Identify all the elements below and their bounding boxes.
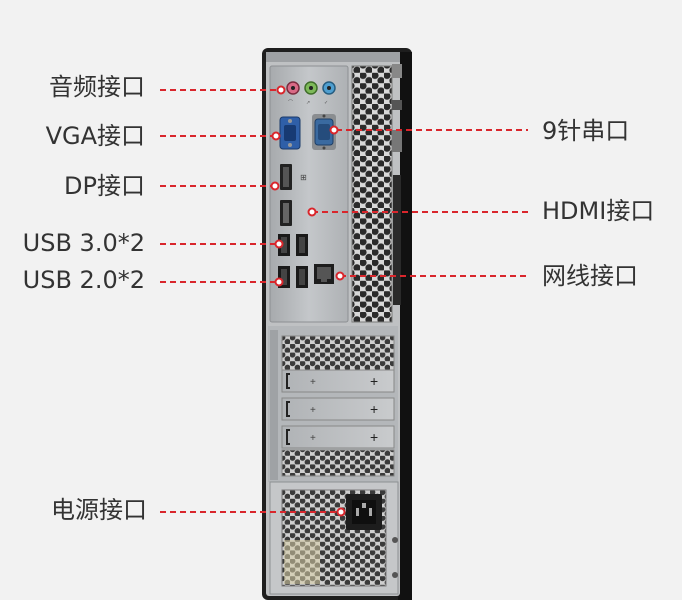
svg-text:↗: ↗ bbox=[306, 100, 310, 106]
label-hdmi-port: HDMI接口 bbox=[542, 197, 655, 225]
vga-port-icon bbox=[279, 116, 301, 150]
label-usb3-ports: USB 3.0*2 bbox=[22, 229, 145, 257]
svg-text:+: + bbox=[310, 377, 316, 388]
top-vent-grille bbox=[352, 66, 392, 322]
label-dp-port: DP接口 bbox=[64, 172, 145, 200]
hdmi-port-icon bbox=[280, 200, 292, 226]
usb-port-icon bbox=[278, 234, 308, 256]
label-power-port: 电源接口 bbox=[51, 496, 147, 524]
svg-text:+: + bbox=[370, 373, 378, 389]
svg-text:+: + bbox=[370, 401, 378, 417]
label-serial-port: 9针串口 bbox=[542, 117, 630, 145]
displayport-icon bbox=[280, 164, 292, 190]
label-usb2-ports: USB 2.0*2 bbox=[22, 266, 145, 294]
callout-lines bbox=[160, 89, 528, 513]
svg-text:+: + bbox=[370, 429, 378, 445]
label-vga-port: VGA接口 bbox=[45, 122, 145, 150]
right-side-latches bbox=[392, 64, 402, 305]
power-socket-icon bbox=[346, 494, 382, 530]
audio-jack-icon: ⌒ ↗ ✓ bbox=[286, 81, 336, 106]
label-lan-port: 网线接口 bbox=[542, 262, 638, 290]
displayport-logo: ⊞ bbox=[300, 173, 307, 182]
top-frame bbox=[266, 52, 400, 62]
svg-text:⌒: ⌒ bbox=[288, 100, 293, 106]
svg-text:+: + bbox=[310, 433, 316, 444]
svg-text:+: + bbox=[310, 405, 316, 416]
ethernet-port-icon bbox=[314, 264, 334, 284]
svg-text:✓: ✓ bbox=[324, 100, 328, 106]
expansion-slots: + + + + + + bbox=[268, 326, 398, 482]
callout-markers bbox=[270, 85, 346, 517]
label-audio-port: 音频接口 bbox=[49, 73, 145, 101]
